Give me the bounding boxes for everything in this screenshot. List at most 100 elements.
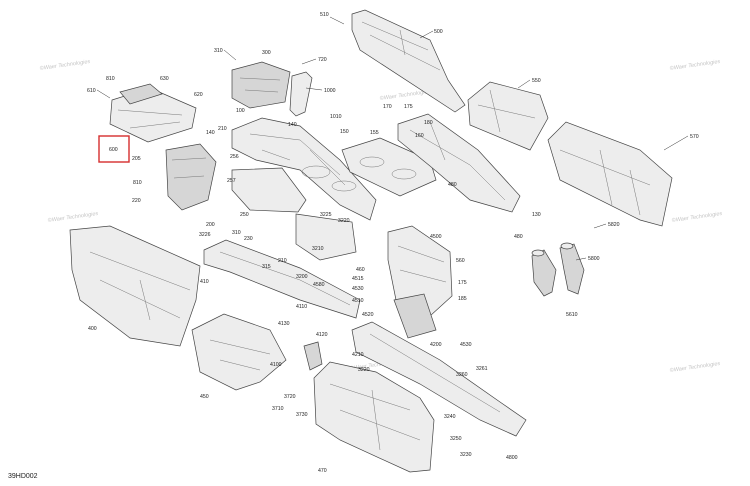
callout-155[interactable]: 155 <box>370 130 379 136</box>
callout-4530[interactable]: 4530 <box>460 342 472 348</box>
callout-3240[interactable]: 3240 <box>444 414 456 420</box>
callout-150[interactable]: 150 <box>340 129 349 135</box>
part-300-cluster <box>231 61 291 109</box>
callout-185[interactable]: 185 <box>458 296 467 302</box>
callout-5610[interactable]: 5610 <box>566 312 578 318</box>
callout-4120[interactable]: 4120 <box>316 332 328 338</box>
part-5800-duct <box>531 242 585 297</box>
part-470-panel <box>313 361 435 473</box>
callout-4530[interactable]: 4530 <box>352 286 364 292</box>
callout-4200[interactable]: 4200 <box>430 342 442 348</box>
callout-610[interactable]: 610 <box>87 88 96 94</box>
part-256-panel <box>231 167 307 213</box>
callout-410[interactable]: 410 <box>200 279 209 285</box>
callout-310[interactable]: 310 <box>232 230 241 236</box>
callout-3230[interactable]: 3230 <box>460 452 472 458</box>
callout-3260[interactable]: 3260 <box>456 372 468 378</box>
highlight-box <box>98 135 130 163</box>
callout-620[interactable]: 620 <box>194 92 203 98</box>
callout-3730[interactable]: 3730 <box>296 412 308 418</box>
part-3220-support <box>295 213 357 261</box>
callout-175[interactable]: 175 <box>404 104 413 110</box>
callout-5820[interactable]: 5820 <box>608 222 620 228</box>
callout-300[interactable]: 300 <box>262 50 271 56</box>
callout-3200[interactable]: 3200 <box>296 274 308 280</box>
callout-3226[interactable]: 3226 <box>199 232 211 238</box>
watermark: ©Waer Technologies <box>39 58 91 72</box>
callout-140[interactable]: 140 <box>288 122 297 128</box>
callout-130[interactable]: 130 <box>532 212 541 218</box>
watermark: ©Waer Technologies <box>47 210 99 224</box>
callout-4510[interactable]: 4510 <box>352 298 364 304</box>
callout-200[interactable]: 200 <box>206 222 215 228</box>
callout-210[interactable]: 210 <box>278 258 287 264</box>
callout-140[interactable]: 140 <box>206 130 215 136</box>
callout-3210[interactable]: 3210 <box>312 246 324 252</box>
callout-570[interactable]: 570 <box>690 134 699 140</box>
part-4800-frame <box>351 321 527 437</box>
callout-510[interactable]: 510 <box>320 12 329 18</box>
part-4100-bracket <box>303 341 323 371</box>
callout-4515[interactable]: 4515 <box>352 276 364 282</box>
callout-810[interactable]: 810 <box>106 76 115 82</box>
part-450-panel <box>191 313 287 391</box>
callout-100[interactable]: 100 <box>236 108 245 114</box>
callout-180[interactable]: 180 <box>424 120 433 126</box>
callout-550[interactable]: 550 <box>532 78 541 84</box>
callout-257[interactable]: 257 <box>227 178 236 184</box>
callout-480[interactable]: 480 <box>514 234 523 240</box>
callout-4210[interactable]: 4210 <box>352 352 364 358</box>
callout-250[interactable]: 250 <box>240 212 249 218</box>
callout-4500[interactable]: 4500 <box>430 234 442 240</box>
callout-810[interactable]: 810 <box>133 180 142 186</box>
watermark: ©Waer Technologies <box>669 360 721 374</box>
part-720-bracket <box>289 71 313 117</box>
callout-3220[interactable]: 3220 <box>338 218 350 224</box>
callout-4100[interactable]: 4100 <box>270 362 282 368</box>
callout-460[interactable]: 460 <box>356 267 365 273</box>
part-150-cupholder <box>341 137 437 197</box>
callout-630[interactable]: 630 <box>160 76 169 82</box>
part-170-tunnel <box>397 113 521 213</box>
callout-3710[interactable]: 3710 <box>272 406 284 412</box>
callout-5800[interactable]: 5800 <box>588 256 600 262</box>
part-570-panel <box>547 121 673 227</box>
callout-4110[interactable]: 4110 <box>296 304 307 310</box>
callout-205[interactable]: 205 <box>132 156 141 162</box>
figure-code: 39HD002 <box>8 473 38 480</box>
callout-720[interactable]: 720 <box>318 57 327 63</box>
callout-560[interactable]: 560 <box>456 258 465 264</box>
callout-600[interactable]: 600 <box>109 147 118 153</box>
callout-500[interactable]: 500 <box>434 29 443 35</box>
callout-4580[interactable]: 4580 <box>313 282 325 288</box>
callout-170[interactable]: 170 <box>383 104 392 110</box>
part-550-panel <box>467 81 549 151</box>
callout-210[interactable]: 210 <box>218 126 227 132</box>
callout-400[interactable]: 400 <box>88 326 97 332</box>
callout-160[interactable]: 160 <box>415 133 424 139</box>
callout-3720[interactable]: 3720 <box>284 394 296 400</box>
callout-230[interactable]: 230 <box>244 236 253 242</box>
callout-3225[interactable]: 3225 <box>320 212 332 218</box>
part-500-panel <box>351 9 466 113</box>
callout-450[interactable]: 450 <box>200 394 209 400</box>
callout-3261[interactable]: 3261 <box>476 366 488 372</box>
callout-315[interactable]: 315 <box>262 264 271 270</box>
callout-4800[interactable]: 4800 <box>506 455 518 461</box>
callout-1000[interactable]: 1000 <box>324 88 336 94</box>
callout-3220[interactable]: 3220 <box>358 367 370 373</box>
part-600-module <box>109 83 197 143</box>
callout-256[interactable]: 256 <box>230 154 239 160</box>
watermark: ©Waer Technologies <box>671 210 723 224</box>
callout-310[interactable]: 310 <box>214 48 223 54</box>
callout-1010[interactable]: 1010 <box>330 114 342 120</box>
callout-480[interactable]: 480 <box>448 182 457 188</box>
callout-220[interactable]: 220 <box>132 198 141 204</box>
callout-470[interactable]: 470 <box>318 468 327 474</box>
callout-175[interactable]: 175 <box>458 280 467 286</box>
callout-4520[interactable]: 4520 <box>362 312 374 318</box>
callouts: 510 500 310 300 720 1000 630 610 620 810… <box>87 12 699 474</box>
callout-3250[interactable]: 3250 <box>450 436 462 442</box>
callout-4130[interactable]: 4130 <box>278 321 290 327</box>
part-200-bracket <box>165 143 217 211</box>
